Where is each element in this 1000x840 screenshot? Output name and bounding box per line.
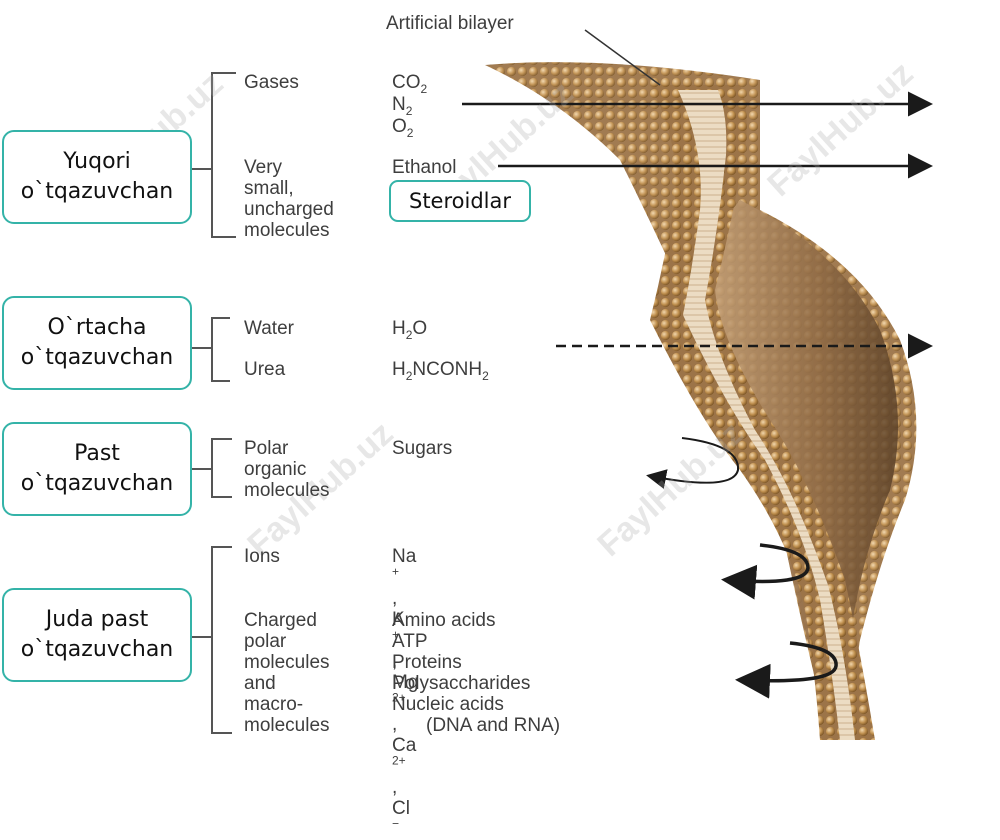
category-label: Past xyxy=(74,441,120,466)
highlight-steroids: Steroidlar xyxy=(389,180,531,222)
category-label: o`tqazuvchan xyxy=(20,179,174,204)
ions-arrow xyxy=(721,543,810,600)
category-box-very-low: Juda past o`tqazuvchan xyxy=(2,588,192,682)
bracket-very-low xyxy=(192,546,232,734)
molecule-type-gases: Gases xyxy=(244,72,299,93)
substance-urea: H2NCONH2 xyxy=(392,359,489,383)
substance-charged-list: Amino acids ATP Proteins Polysaccharides… xyxy=(392,610,561,736)
sugars-arrow xyxy=(646,437,740,489)
diagram-art xyxy=(192,29,933,740)
category-label: o`tqazuvchan xyxy=(20,345,174,370)
substance-ethanol: Ethanol xyxy=(392,157,457,178)
category-label: Juda past xyxy=(45,607,149,632)
category-box-low: Past o`tqazuvchan xyxy=(2,422,192,516)
membrane-label: Artificial bilayer xyxy=(386,13,514,34)
bracket-high xyxy=(192,72,236,238)
molecule-type-water: Water xyxy=(244,318,294,339)
substance-co2: CO2 xyxy=(392,72,428,96)
molecule-type-ions: Ions xyxy=(244,546,280,567)
category-label: o`tqazuvchan xyxy=(20,637,174,662)
membrane-tails xyxy=(678,90,855,740)
category-box-medium: O`rtacha o`tqazuvchan xyxy=(2,296,192,390)
bilayer-pointer-line xyxy=(584,29,661,86)
category-box-high: Yuqori o`tqazuvchan xyxy=(2,130,192,224)
bracket-medium xyxy=(192,317,230,382)
substance-sugars: Sugars xyxy=(392,438,453,459)
category-label: Yuqori xyxy=(63,149,131,174)
molecule-type-urea: Urea xyxy=(244,359,286,380)
molecule-type-charged-polar: Charged polar molecules and macro- molec… xyxy=(244,610,330,736)
substance-n2: N2 xyxy=(392,94,413,118)
substance-o2: O2 xyxy=(392,116,414,140)
substance-h2o: H2O xyxy=(392,318,428,342)
molecule-type-small-uncharged: Very small, uncharged molecules xyxy=(244,157,334,241)
category-label: O`rtacha xyxy=(47,315,147,340)
molecule-type-polar-organic: Polar organic molecules xyxy=(244,438,330,501)
category-label: o`tqazuvchan xyxy=(20,471,174,496)
charged-arrow xyxy=(735,641,838,699)
bracket-low xyxy=(192,438,232,498)
